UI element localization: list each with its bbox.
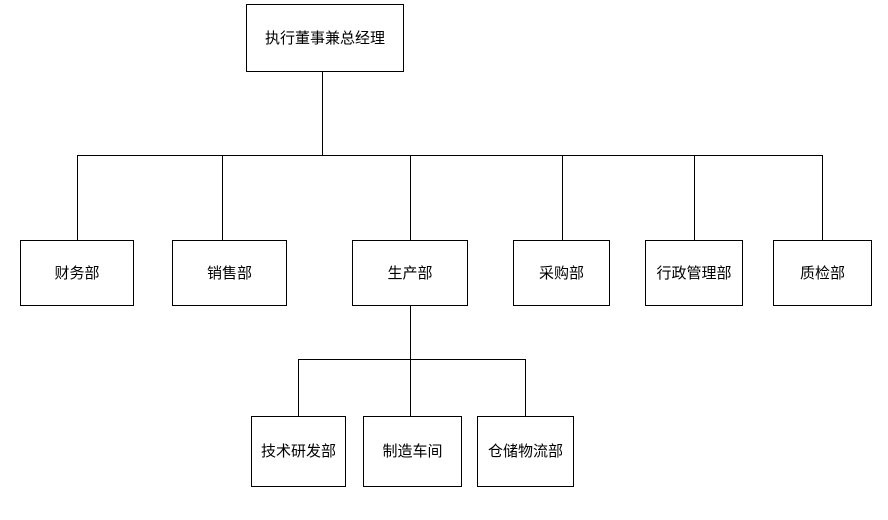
connector-drop-production [410, 155, 411, 240]
org-node-logistics: 仓储物流部 [477, 416, 574, 487]
org-node-executive-director-gm: 执行董事兼总经理 [246, 4, 404, 72]
connector-level3-bus [298, 359, 526, 360]
connector-drop-sales [222, 155, 223, 240]
connector-root-stem [322, 72, 323, 155]
connector-level2-bus [77, 155, 823, 156]
org-node-admin: 行政管理部 [645, 240, 743, 306]
org-node-purchasing: 采购部 [513, 240, 610, 306]
org-node-workshop: 制造车间 [363, 416, 462, 487]
connector-drop-workshop [410, 359, 411, 416]
org-node-rnd: 技术研发部 [251, 416, 346, 487]
org-node-production: 生产部 [352, 240, 468, 306]
org-node-qc: 质检部 [773, 240, 872, 306]
connector-drop-purchasing [562, 155, 563, 240]
connector-drop-qc [822, 155, 823, 240]
connector-drop-rnd [298, 359, 299, 416]
connector-production-stem [410, 306, 411, 359]
connector-drop-admin [694, 155, 695, 240]
connector-drop-finance [77, 155, 78, 240]
connector-drop-logistics [525, 359, 526, 416]
org-node-sales: 销售部 [172, 240, 287, 306]
org-node-finance: 财务部 [20, 240, 134, 306]
